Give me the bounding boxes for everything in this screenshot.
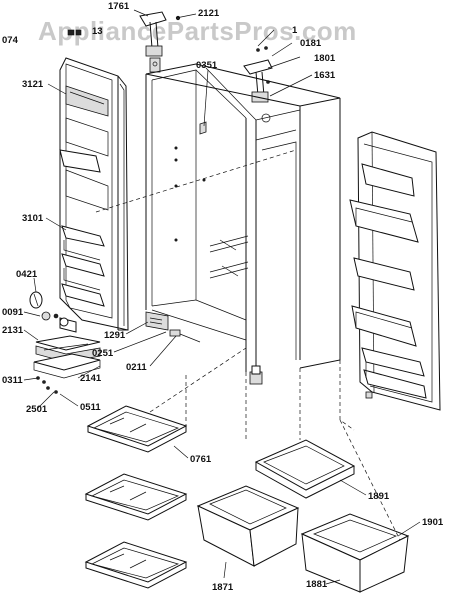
top-hinge-left xyxy=(139,11,167,73)
label-1901: 1901 xyxy=(422,517,444,528)
label-3101: 3101 xyxy=(22,213,44,224)
drip-tray-assembly xyxy=(33,335,101,394)
label-1291: 1291 xyxy=(104,330,126,341)
glass-shelf-3 xyxy=(84,541,188,589)
glass-shelf-2 xyxy=(84,473,188,521)
label-0421: 0421 xyxy=(16,269,38,280)
refrigerator-cabinet xyxy=(145,63,341,385)
label-0091: 0091 xyxy=(2,307,24,318)
label-0351: 0351 xyxy=(196,60,218,71)
label-1: 1 xyxy=(292,25,298,36)
label-1891: 1891 xyxy=(368,491,390,502)
label-13: 13 xyxy=(92,26,103,37)
label-1881: 1881 xyxy=(306,579,328,590)
part-labels: 1761 2121 074 13 1 0181 1801 1631 0351 3… xyxy=(2,1,444,593)
label-2121: 2121 xyxy=(198,8,220,19)
label-0761: 0761 xyxy=(190,454,212,465)
label-3121: 3121 xyxy=(22,79,44,90)
label-1801: 1801 xyxy=(314,53,336,64)
watermark: AppliancePartsPros.com xyxy=(38,16,357,46)
crisper-drawer-right xyxy=(300,513,410,593)
leader-lines xyxy=(23,9,421,585)
label-0311: 0311 xyxy=(2,375,23,386)
projection-lines xyxy=(95,149,401,541)
label-074: 074 xyxy=(2,35,19,46)
label-0211: 0211 xyxy=(126,362,147,373)
label-2131: 2131 xyxy=(2,325,24,336)
crisper-drawer-left xyxy=(196,485,300,567)
label-1761: 1761 xyxy=(108,1,130,12)
label-2501: 2501 xyxy=(26,404,48,415)
freezer-door xyxy=(59,57,129,331)
label-1871: 1871 xyxy=(212,582,234,593)
black-parts-top-left xyxy=(67,29,82,36)
label-0181: 0181 xyxy=(300,38,322,49)
crisper-cover xyxy=(254,439,356,499)
label-0251: 0251 xyxy=(92,348,114,359)
label-1631: 1631 xyxy=(314,70,336,81)
label-0511: 0511 xyxy=(80,402,101,413)
top-hinge-right xyxy=(243,48,273,123)
dispenser-parts xyxy=(29,291,77,333)
fresh-food-door xyxy=(349,131,441,411)
label-2141: 2141 xyxy=(80,373,102,384)
glass-shelf-1 xyxy=(86,405,188,453)
